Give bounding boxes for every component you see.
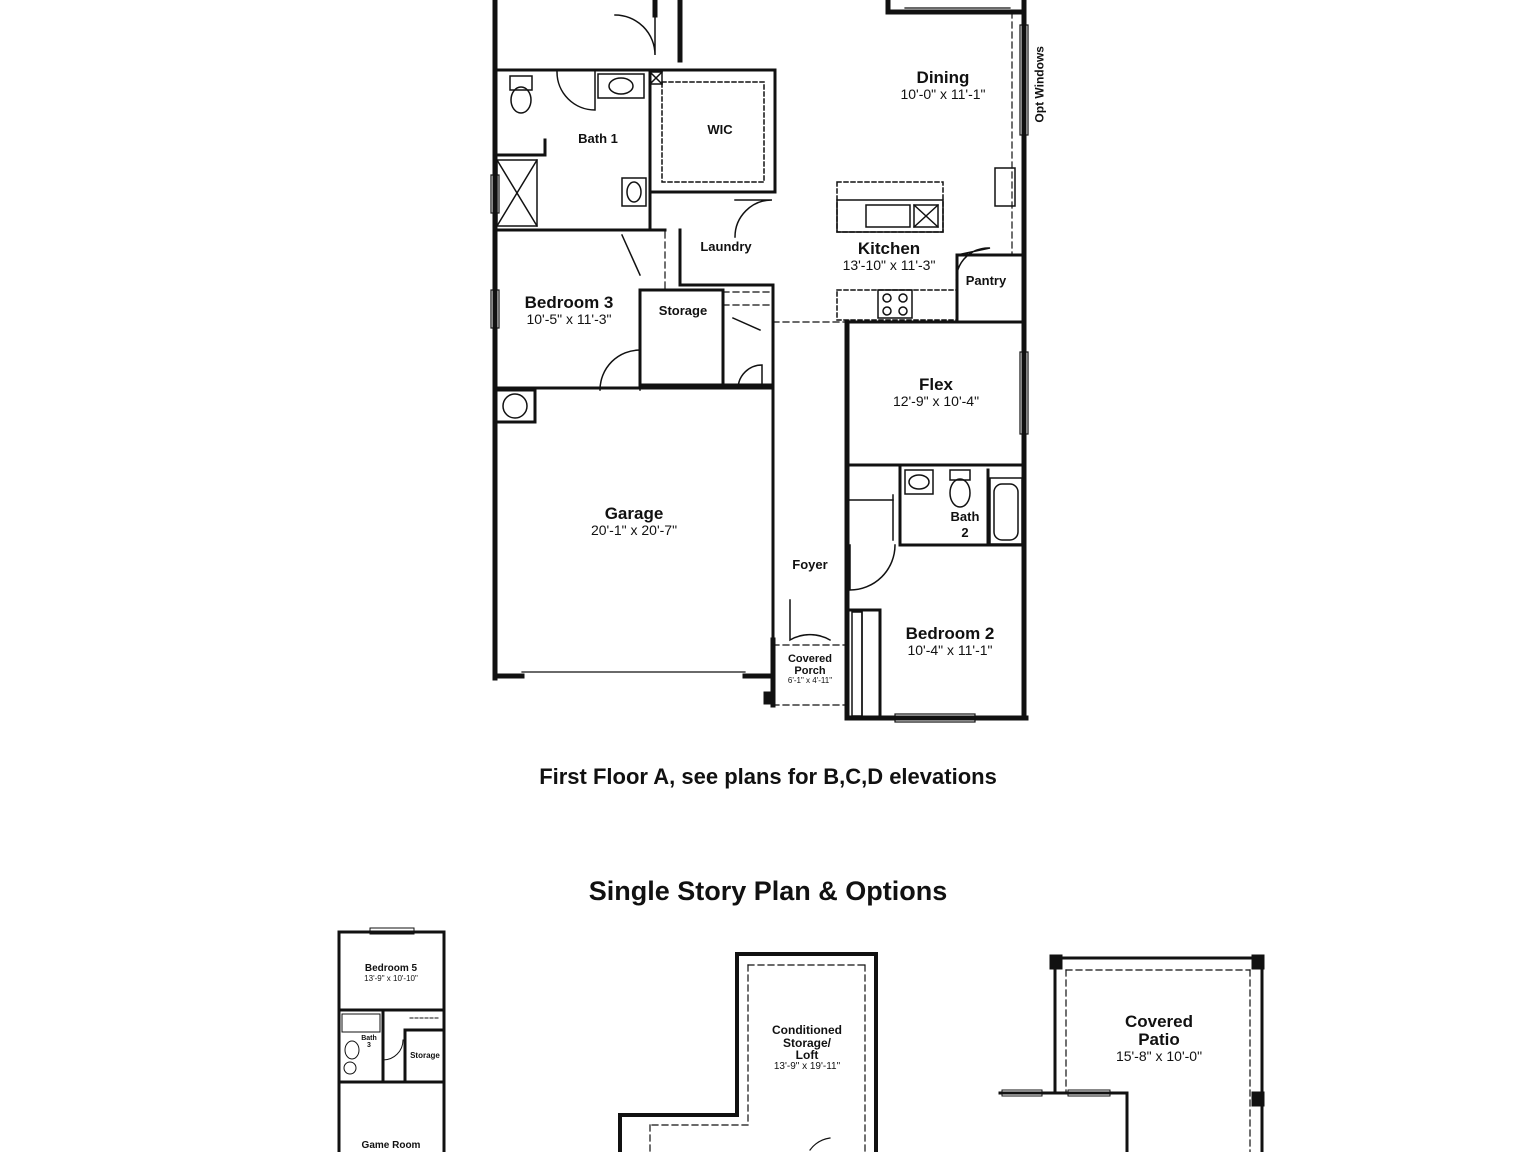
fixtures <box>495 70 1023 717</box>
room-name: Dining <box>916 68 970 87</box>
option-loft-walls <box>618 952 878 1152</box>
room-dimension: 6'-1" x 4'-11" <box>787 676 833 686</box>
room-name: Conditioned <box>772 1023 842 1037</box>
room-covered-porch: Covered Porch 6'-1" x 4'-11" <box>774 653 846 686</box>
room-garage: Garage 20'-1" x 20'-7" <box>564 505 704 538</box>
room-name: Foyer <box>792 557 828 572</box>
room-name-line2: Porch <box>794 664 826 677</box>
room-name: Opt Windows <box>1032 46 1047 123</box>
room-number: 3 <box>367 1042 371 1050</box>
windows <box>490 7 1029 723</box>
room-bath1: Bath 1 <box>568 132 628 146</box>
room-name: Bath 1 <box>578 131 618 146</box>
room-dimension: 13'-9" x 19'-11" <box>773 1060 841 1072</box>
opt-windows-label: Opt Windows <box>1032 34 1047 134</box>
room-dimension: 13'-9" x 10'-10" <box>364 973 418 983</box>
option-loft: Conditioned Storage/ Loft 13'-9" x 19'-1… <box>754 1024 860 1072</box>
room-name: Game Room <box>361 1140 421 1151</box>
options-heading: Single Story Plan & Options <box>588 876 948 906</box>
room-name: Bath <box>361 1035 377 1042</box>
room-dimension: 12'-9" x 10'-4" <box>892 392 980 409</box>
room-flex: Flex 12'-9" x 10'-4" <box>866 376 1006 409</box>
room-name: Storage <box>658 303 708 318</box>
room-name: Bedroom 3 <box>524 293 614 312</box>
room-pantry: Pantry <box>958 274 1014 288</box>
room-number: 2 <box>961 524 969 540</box>
interior-walls <box>493 68 1026 720</box>
option-patio-walls <box>998 956 1264 1152</box>
room-dimension: 15'-8" x 10'-0" <box>1115 1047 1203 1064</box>
room-name: Pantry <box>965 273 1007 288</box>
room-dining: Dining 10'-0" x 11'-1" <box>883 69 1003 102</box>
option-covered-patio: Covered Patio 15'-8" x 10'-0" <box>1090 1013 1228 1063</box>
dashed-openings <box>664 11 1013 706</box>
room-bath2: Bath 2 <box>944 510 986 539</box>
room-bedroom3: Bedroom 3 10'-5" x 11'-3" <box>504 294 634 327</box>
option-bedroom5-fixtures <box>341 927 441 1075</box>
option-bath3: Bath 3 <box>356 1035 382 1050</box>
room-dimension: 10'-4" x 11'-1" <box>907 641 993 658</box>
room-kitchen: Kitchen 13'-10" x 11'-3" <box>819 240 959 273</box>
option-storage: Storage <box>406 1051 444 1060</box>
room-dimension: 20'-1" x 20'-7" <box>590 521 678 538</box>
room-laundry: Laundry <box>690 240 762 254</box>
room-name: Bedroom 5 <box>364 963 418 974</box>
room-name: Flex <box>918 375 954 394</box>
room-foyer: Foyer <box>780 558 840 572</box>
room-name: Storage <box>410 1051 440 1060</box>
room-name: Laundry <box>700 239 752 254</box>
option-game-room: Game Room <box>341 1140 441 1152</box>
room-dimension: 10'-5" x 11'-3" <box>526 310 612 327</box>
room-name: Garage <box>604 504 664 523</box>
room-wic: WIC <box>690 123 750 137</box>
room-dimension: 13'-10" x 11'-3" <box>842 256 936 273</box>
room-storage: Storage <box>648 304 718 318</box>
room-name: WIC <box>707 122 733 137</box>
room-name: Bath <box>950 509 980 524</box>
room-name: Kitchen <box>857 239 921 258</box>
room-name: Covered <box>787 653 833 665</box>
exterior-walls <box>492 0 1029 721</box>
room-dimension: 10'-0" x 11'-1" <box>900 85 986 102</box>
room-name-line3: Loft <box>795 1048 819 1063</box>
room-bedroom2: Bedroom 2 10'-4" x 11'-1" <box>882 625 1018 658</box>
plan-caption: First Floor A, see plans for B,C,D eleva… <box>539 764 997 789</box>
room-name-line2: Patio <box>1138 1029 1180 1049</box>
option-bedroom5: Bedroom 5 13'-9" x 10'-10" <box>341 963 441 983</box>
door-swings <box>556 14 991 642</box>
room-name: Covered <box>1124 1012 1194 1031</box>
room-name: Bedroom 2 <box>905 624 995 643</box>
room-name-line2: Storage/ <box>782 1035 831 1050</box>
option-bedroom5-walls <box>337 930 446 1152</box>
